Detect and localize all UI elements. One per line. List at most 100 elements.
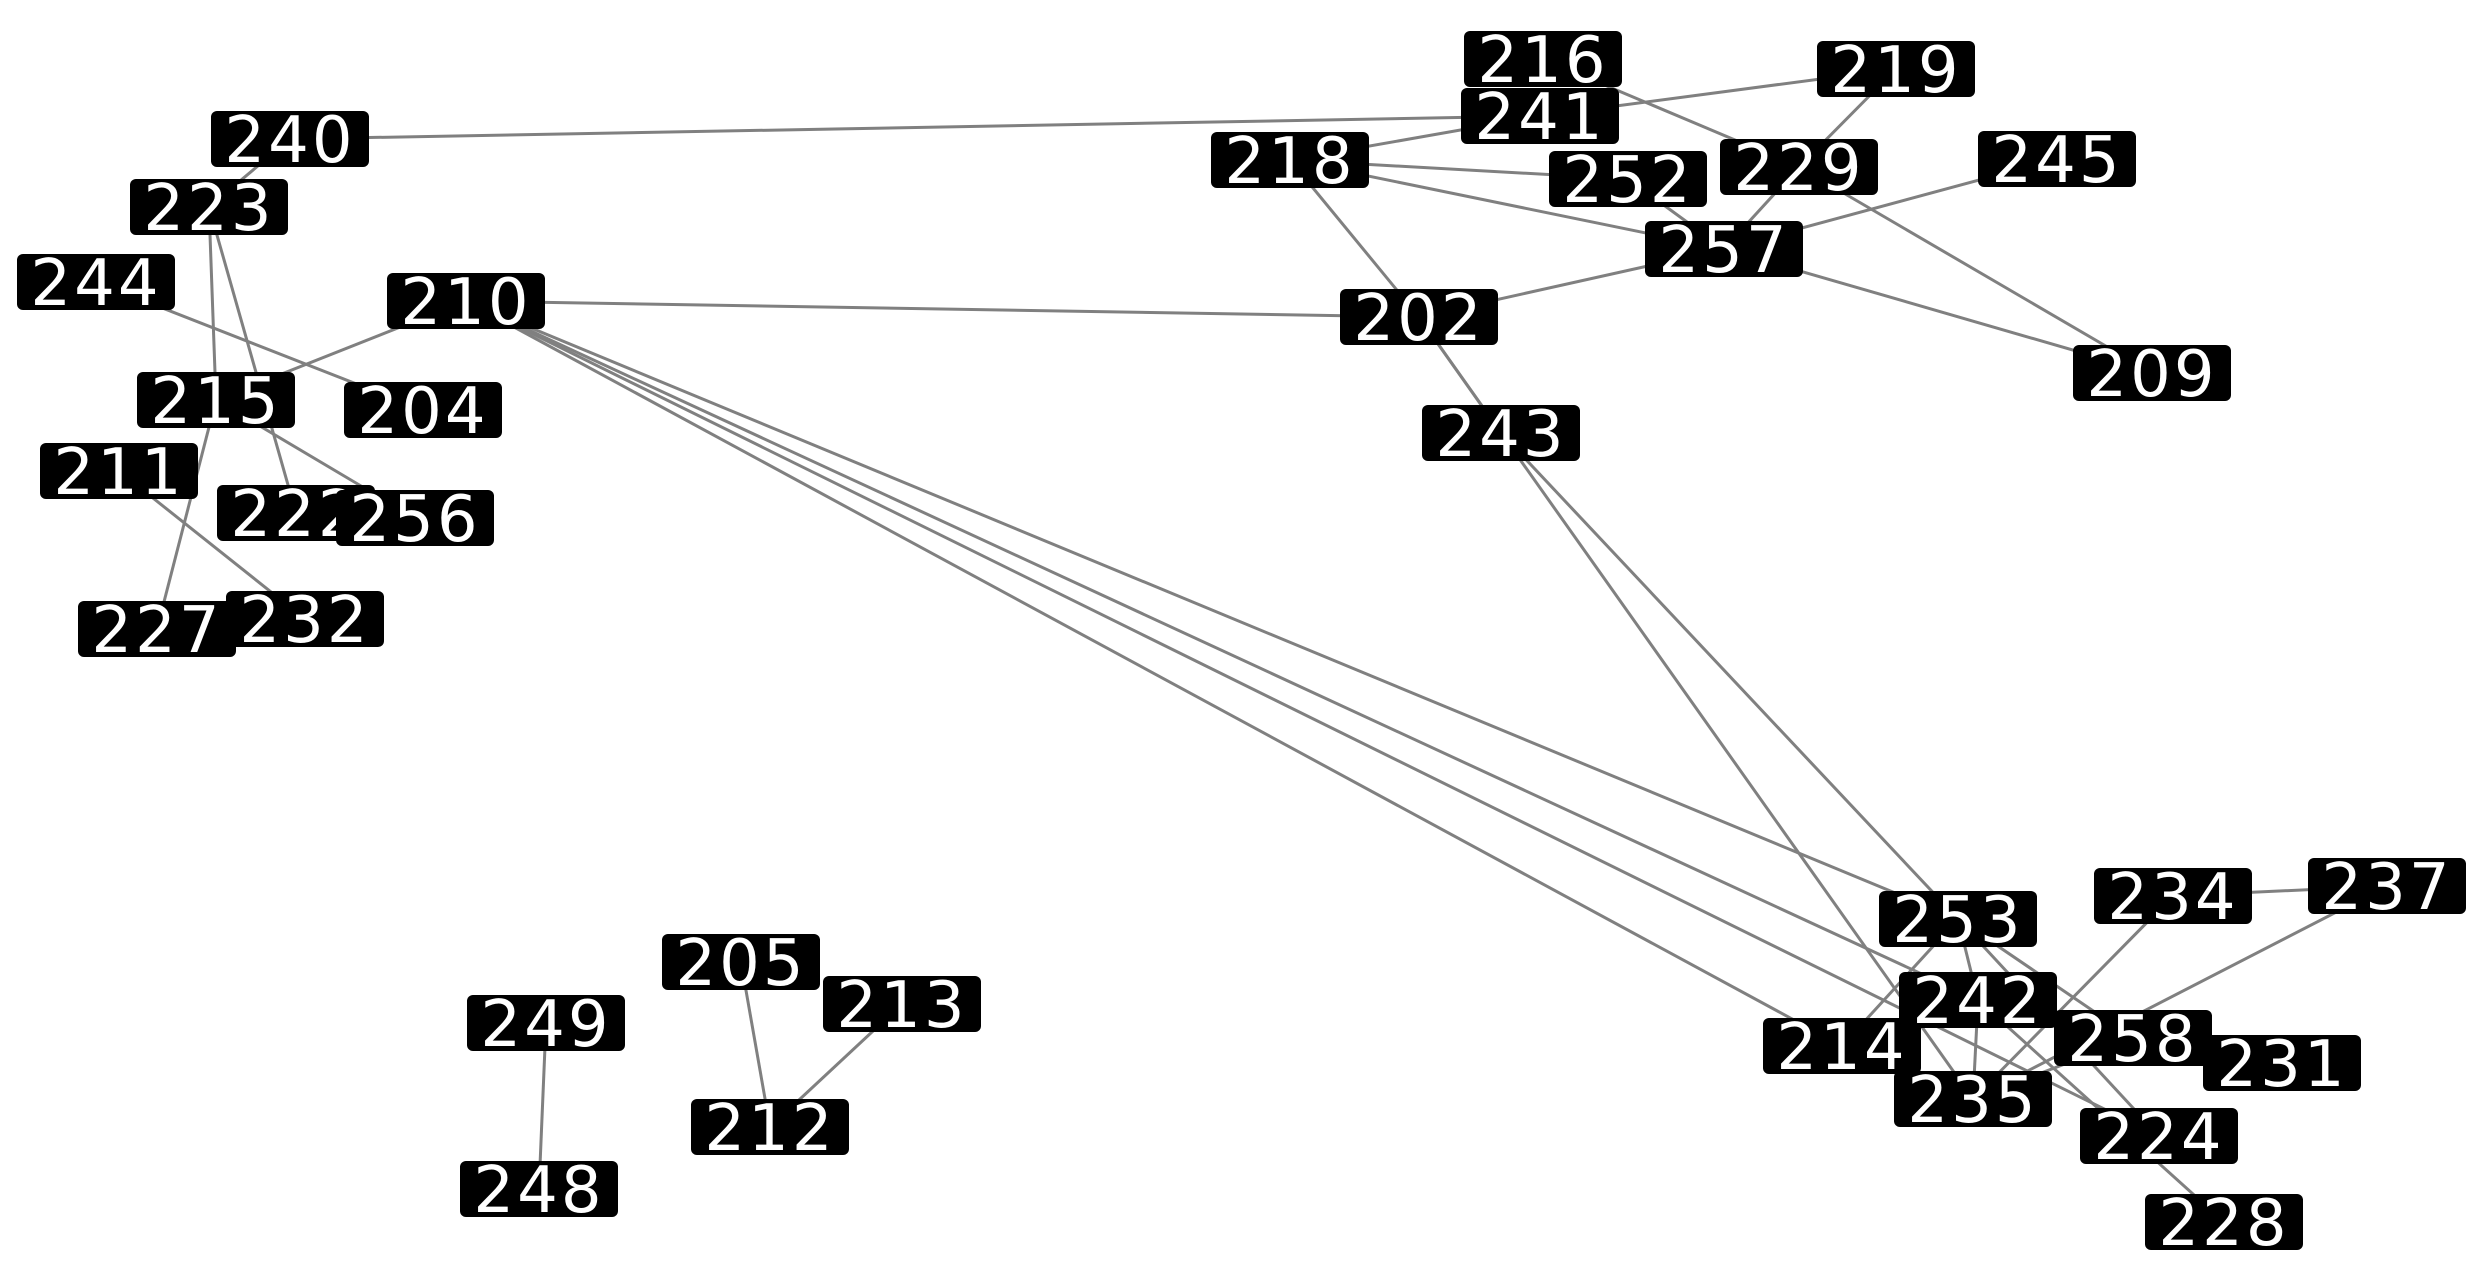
node-box bbox=[1817, 41, 1975, 97]
node-label: 240 bbox=[224, 104, 355, 178]
node-229: 229 bbox=[1720, 132, 1878, 206]
node-label: 205 bbox=[675, 927, 806, 1001]
node-box bbox=[1879, 891, 2037, 947]
node-box bbox=[2308, 858, 2466, 914]
node-label: 245 bbox=[1991, 124, 2122, 198]
node-box bbox=[137, 372, 295, 428]
edge-210-214 bbox=[465, 299, 1843, 1048]
node-label: 215 bbox=[150, 365, 281, 439]
node-label: 252 bbox=[1562, 144, 1693, 218]
node-box bbox=[17, 254, 175, 310]
node-label: 243 bbox=[1435, 398, 1566, 472]
node-234: 234 bbox=[2094, 861, 2252, 935]
edge-210-242 bbox=[465, 299, 1979, 1002]
node-218: 218 bbox=[1211, 125, 1369, 199]
node-244: 244 bbox=[17, 247, 175, 321]
node-box bbox=[2145, 1194, 2303, 1250]
edge-210-202 bbox=[465, 299, 1420, 319]
edge-223-215 bbox=[207, 206, 218, 401]
node-box bbox=[1720, 139, 1878, 195]
edge-210-224 bbox=[465, 299, 2160, 1138]
node-label: 232 bbox=[239, 584, 370, 658]
node-label: 244 bbox=[30, 247, 161, 321]
node-215: 215 bbox=[137, 365, 295, 439]
node-box bbox=[130, 179, 288, 235]
node-label: 234 bbox=[2107, 861, 2238, 935]
node-242: 242 bbox=[1899, 965, 2057, 1039]
graph-edges bbox=[95, 57, 2388, 1224]
node-label: 210 bbox=[400, 266, 531, 340]
node-label: 218 bbox=[1224, 125, 1355, 199]
node-204: 204 bbox=[344, 375, 502, 449]
node-248: 248 bbox=[460, 1154, 618, 1228]
node-235: 235 bbox=[1894, 1064, 2052, 1138]
node-210: 210 bbox=[387, 266, 545, 340]
node-label: 211 bbox=[53, 436, 184, 510]
node-box bbox=[691, 1099, 849, 1155]
node-label: 235 bbox=[1907, 1064, 2038, 1138]
node-label: 223 bbox=[143, 172, 274, 246]
node-label: 219 bbox=[1830, 34, 1961, 108]
edge-229-209 bbox=[1798, 165, 2153, 375]
node-label: 248 bbox=[473, 1154, 604, 1228]
node-212: 212 bbox=[691, 1092, 849, 1166]
node-box bbox=[2094, 868, 2252, 924]
node-213: 213 bbox=[823, 969, 981, 1043]
node-box bbox=[2073, 345, 2231, 401]
edge-210-253 bbox=[465, 299, 1959, 921]
node-box bbox=[2080, 1108, 2238, 1164]
node-box bbox=[1894, 1071, 2052, 1127]
node-label: 204 bbox=[357, 375, 488, 449]
node-label: 212 bbox=[704, 1092, 835, 1166]
node-label: 216 bbox=[1477, 24, 1608, 98]
edge-234-235 bbox=[1971, 894, 2175, 1101]
node-box bbox=[1340, 289, 1498, 345]
edge-240-241 bbox=[289, 114, 1541, 141]
node-228: 228 bbox=[2145, 1187, 2303, 1261]
node-box bbox=[1978, 131, 2136, 187]
node-box bbox=[823, 976, 981, 1032]
node-box bbox=[1899, 972, 2057, 1028]
node-241: 241 bbox=[1461, 81, 1619, 155]
node-label: 241 bbox=[1474, 81, 1605, 155]
node-219: 219 bbox=[1817, 34, 1975, 108]
node-258: 258 bbox=[2054, 1003, 2212, 1077]
node-243: 243 bbox=[1422, 398, 1580, 472]
node-224: 224 bbox=[2080, 1101, 2238, 1175]
node-240: 240 bbox=[211, 104, 369, 178]
node-box bbox=[336, 490, 494, 546]
node-box bbox=[226, 591, 384, 647]
node-257: 257 bbox=[1645, 214, 1803, 288]
node-216: 216 bbox=[1464, 24, 1622, 98]
node-box bbox=[217, 485, 375, 541]
node-214: 214 bbox=[1763, 1011, 1921, 1085]
node-label: 258 bbox=[2067, 1003, 2198, 1077]
node-label: 227 bbox=[91, 594, 222, 668]
node-223: 223 bbox=[130, 172, 288, 246]
node-box bbox=[344, 382, 502, 438]
node-252: 252 bbox=[1549, 144, 1707, 218]
node-237: 237 bbox=[2308, 851, 2466, 925]
node-box bbox=[78, 601, 236, 657]
node-label: 253 bbox=[1892, 884, 2023, 958]
node-label: 237 bbox=[2321, 851, 2452, 925]
node-211: 211 bbox=[40, 436, 198, 510]
node-245: 245 bbox=[1978, 124, 2136, 198]
node-box bbox=[1645, 221, 1803, 277]
node-249: 249 bbox=[467, 988, 625, 1062]
node-label: 229 bbox=[1733, 132, 1864, 206]
node-231: 231 bbox=[2203, 1028, 2361, 1102]
node-box bbox=[2203, 1035, 2361, 1091]
node-209: 209 bbox=[2073, 338, 2231, 412]
edge-237-235 bbox=[1972, 884, 2388, 1101]
node-box bbox=[387, 273, 545, 329]
node-box bbox=[211, 111, 369, 167]
node-box bbox=[1549, 151, 1707, 207]
node-label: 202 bbox=[1353, 282, 1484, 356]
node-box bbox=[662, 934, 820, 990]
edge-243-253 bbox=[1499, 431, 1960, 921]
node-label: 224 bbox=[2093, 1101, 2224, 1175]
node-label: 209 bbox=[2086, 338, 2217, 412]
node-227: 227 bbox=[78, 594, 236, 668]
